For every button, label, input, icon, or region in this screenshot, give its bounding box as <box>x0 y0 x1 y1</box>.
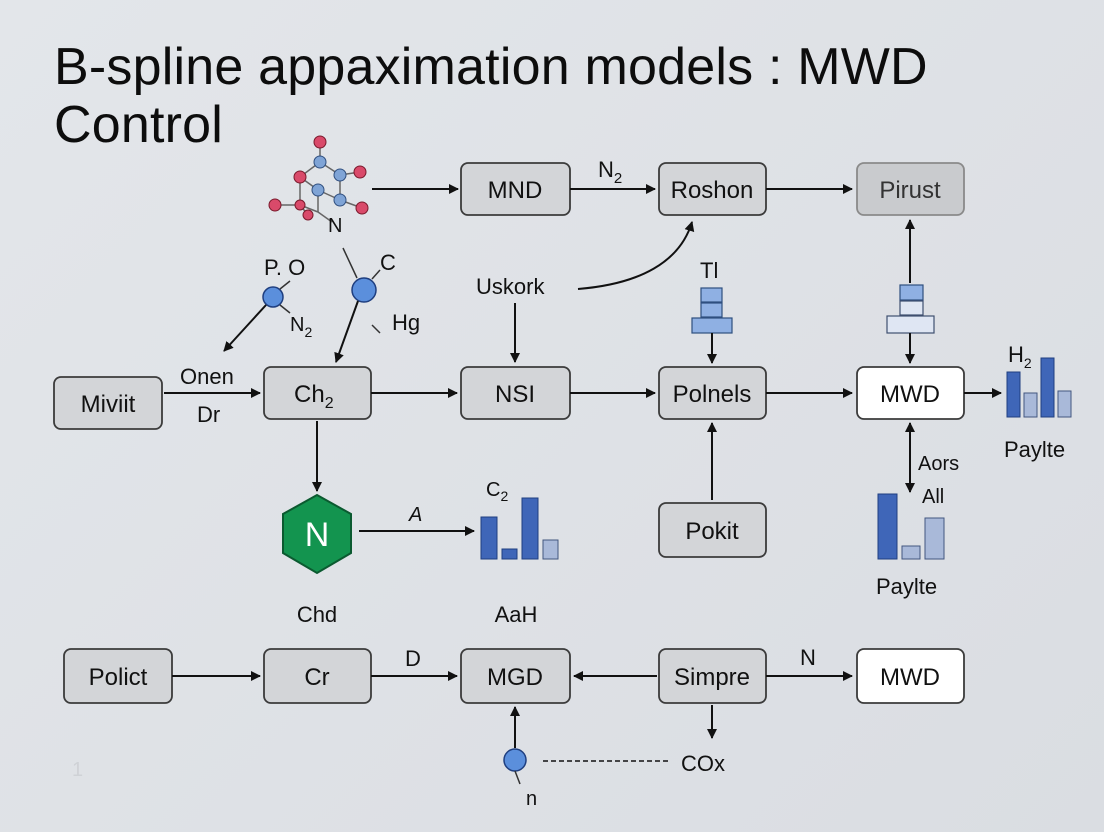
miviit-label: Miviit <box>81 391 136 418</box>
blue-node-icon <box>351 277 377 303</box>
nsi-box[interactable]: NSI <box>460 366 571 420</box>
ch2-label: Ch2 <box>294 381 334 412</box>
n-bottom-label: N <box>800 645 816 670</box>
tl-label: Tl <box>700 258 718 283</box>
chd-label: Chd <box>297 602 337 627</box>
pokit-box[interactable]: Pokit <box>658 502 767 558</box>
simpre-box[interactable]: Simpre <box>658 648 767 704</box>
h2-label: H2 <box>1008 342 1032 371</box>
mwd-bottom-label: MWD <box>880 664 940 691</box>
molecule-n-label: N <box>328 215 342 237</box>
ch2-box[interactable]: Ch2 <box>263 366 372 420</box>
page-title: B-spline appaximation models : MWD Contr… <box>54 38 928 154</box>
pirust-label: Pirust <box>879 177 941 204</box>
stacked-block-icon <box>886 284 935 334</box>
blue-node-icon <box>262 286 284 308</box>
all-label: All <box>922 486 944 508</box>
c2-label: C2 <box>486 479 508 504</box>
blue-node-icon <box>503 748 527 772</box>
bar-chart-icon <box>877 493 945 560</box>
mwd-mid-box[interactable]: MWD <box>856 366 965 420</box>
p-o-label: P. O <box>264 255 305 280</box>
miviit-box[interactable]: Miviit <box>53 376 163 430</box>
bar-chart-icon <box>480 497 559 560</box>
arrow-c-ch2 <box>334 300 359 363</box>
paylte-right-label: Paylte <box>1004 437 1065 462</box>
polnels-label: Polnels <box>673 381 752 408</box>
mgd-box[interactable]: MGD <box>460 648 571 704</box>
mwd-mid-label: MWD <box>880 381 940 408</box>
pirust-box[interactable]: Pirust <box>856 162 965 216</box>
mnd-label: MND <box>488 177 543 204</box>
hexagon-label: N <box>305 516 330 554</box>
paylte-mid-label: Paylte <box>876 574 937 599</box>
arrow-uskork-roshon <box>577 221 695 290</box>
polict-box[interactable]: Polict <box>63 648 173 704</box>
d-label: D <box>405 646 421 671</box>
molecule-icon: N <box>268 135 369 237</box>
polict-label: Polict <box>89 664 148 691</box>
roshon-box[interactable]: Roshon <box>658 162 767 216</box>
cox-label: COx <box>681 751 725 776</box>
nsi-label: NSI <box>495 381 535 408</box>
a-label: A <box>408 504 422 526</box>
hg-label: Hg <box>392 310 420 335</box>
stacked-block-icon <box>691 287 733 334</box>
aah-label: AaH <box>495 602 538 627</box>
mwd-bottom-box[interactable]: MWD <box>856 648 965 704</box>
n-small-label: n <box>526 788 537 810</box>
simpre-label: Simpre <box>674 664 750 691</box>
aors-label: Aors <box>918 453 959 475</box>
mgd-label: MGD <box>487 664 543 691</box>
cr-box[interactable]: Cr <box>263 648 372 704</box>
bar-chart-icon <box>1006 357 1072 418</box>
cr-label: Cr <box>304 664 329 691</box>
hexagon-node[interactable]: N <box>282 493 352 575</box>
pokit-label: Pokit <box>685 518 739 545</box>
polnels-box[interactable]: Polnels <box>658 366 767 420</box>
n2-top-label: N2 <box>598 157 622 187</box>
onen-label: Onen <box>180 364 234 389</box>
corner-mark: 1 <box>72 759 83 781</box>
c-label: C <box>380 250 396 275</box>
mnd-box[interactable]: MND <box>460 162 571 216</box>
arrow-po-left <box>223 304 267 352</box>
uskork-label: Uskork <box>476 274 545 299</box>
roshon-label: Roshon <box>671 177 754 204</box>
dr-label: Dr <box>197 402 220 427</box>
n2-left-label: N2 <box>290 314 312 340</box>
